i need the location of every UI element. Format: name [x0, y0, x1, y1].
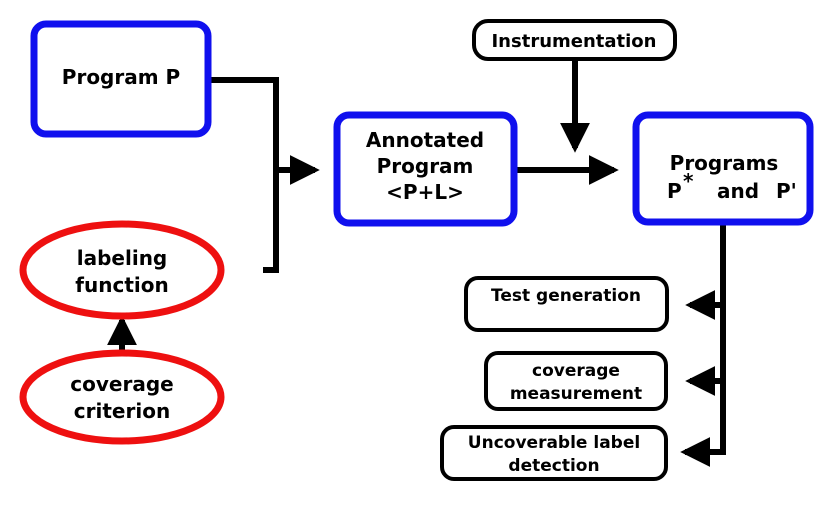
- coverage-measurement-line-1: coverage: [532, 361, 620, 381]
- programs-star-label: *: [683, 169, 694, 193]
- programs-and-label: and: [717, 179, 759, 203]
- uncoverable-detection-line-1: Uncoverable label: [468, 433, 640, 453]
- program-to-junction-line: [207, 77, 279, 170]
- programs-p-prime-label: P': [776, 179, 797, 203]
- connectors: [107, 60, 726, 467]
- coverage-criterion-line-1: coverage: [70, 372, 173, 396]
- uncoverable-detection-line-2: detection: [508, 456, 599, 476]
- annotated-program-line-1: Annotated: [366, 128, 484, 152]
- programs-line-1: Programs: [670, 151, 779, 175]
- annotated-program-line-2: Program: [377, 154, 474, 178]
- test-generation-box: Test generation: [464, 276, 669, 332]
- program-p-box: Program P: [30, 20, 212, 138]
- labeling-function-ellipse: labeling function: [19, 220, 225, 320]
- test-generation-label: Test generation: [491, 286, 641, 306]
- coverage-criterion-ellipse: coverage criterion: [19, 349, 225, 445]
- program-p-label: Program P: [62, 65, 180, 89]
- annotated-program-box: Annotated Program <P+L>: [333, 111, 518, 227]
- annotated-program-line-3: <P+L>: [386, 180, 464, 204]
- instrumentation-box: Instrumentation: [472, 19, 677, 61]
- coverage-criterion-line-2: criterion: [74, 399, 170, 423]
- programs-box: Programs P * and P': [632, 111, 814, 226]
- labeling-function-line-1: labeling: [77, 246, 168, 270]
- programs-p-label: P: [667, 179, 682, 203]
- labeling-function-line-2: function: [75, 273, 168, 297]
- instrumentation-label: Instrumentation: [491, 31, 656, 52]
- labeling-to-junction-line: [263, 170, 279, 273]
- coverage-measurement-line-2: measurement: [510, 384, 642, 404]
- uncoverable-label-detection-box: Uncoverable label detection: [440, 425, 668, 481]
- coverage-measurement-box: coverage measurement: [484, 351, 668, 411]
